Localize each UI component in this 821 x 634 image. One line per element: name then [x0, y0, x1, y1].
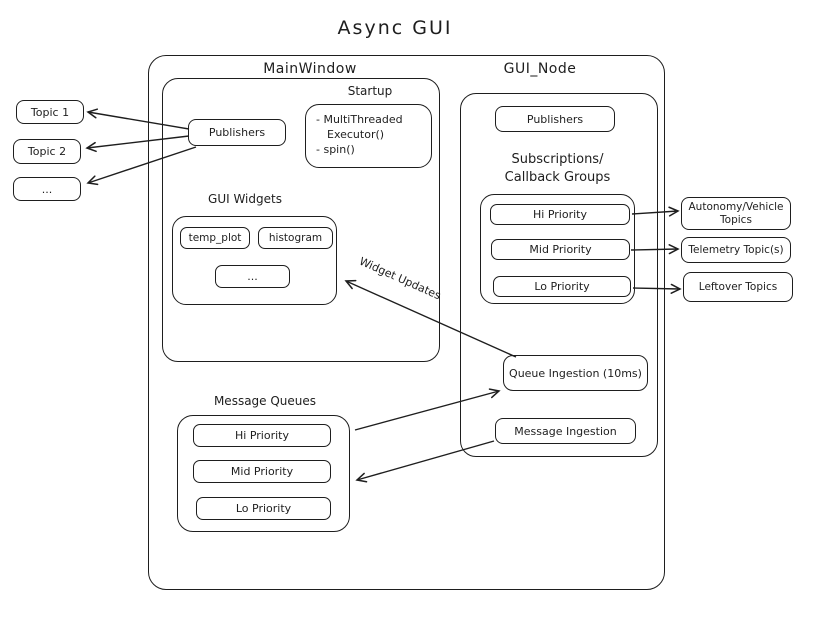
- startup-line-multithreaded: - MultiThreaded: [316, 113, 403, 126]
- topic-2-box: Topic 2: [13, 139, 81, 164]
- subscriptions-label: Subscriptions/ Callback Groups: [480, 151, 635, 187]
- sub-lo-priority-box: Lo Priority: [493, 276, 631, 297]
- queue-ingestion-box: Queue Ingestion (10ms): [503, 355, 648, 391]
- main-window-publishers-box: Publishers: [188, 119, 286, 146]
- widget-histogram-box: histogram: [258, 227, 333, 249]
- topic-1-box: Topic 1: [16, 100, 84, 124]
- sub-hi-priority-box: Hi Priority: [490, 204, 630, 225]
- gui-node-publishers-box: Publishers: [495, 106, 615, 132]
- gui-node-label: GUI_Node: [503, 61, 577, 77]
- queue-hi-priority-box: Hi Priority: [193, 424, 331, 447]
- message-queues-label: Message Queues: [213, 394, 317, 408]
- leftover-topics-box: Leftover Topics: [683, 272, 793, 302]
- queue-mid-priority-box: Mid Priority: [193, 460, 331, 483]
- startup-box: [305, 104, 432, 168]
- startup-lines: - MultiThreaded Executor() - spin(): [316, 112, 428, 157]
- main-window-box: [162, 78, 440, 362]
- subscriptions-label-line1: Subscriptions/: [511, 152, 604, 167]
- message-queues-box: [177, 415, 350, 532]
- diagram-title: Async GUI: [337, 17, 453, 39]
- gui-widgets-label: GUI Widgets: [208, 192, 282, 206]
- main-window-label: MainWindow: [263, 61, 357, 77]
- autonomy-vehicle-topics-box: Autonomy/Vehicle Topics: [681, 197, 791, 230]
- startup-line-executor: Executor(): [327, 128, 385, 141]
- async-gui-container: [148, 55, 665, 590]
- message-ingestion-box: Message Ingestion: [495, 418, 636, 444]
- topic-ellipsis-box: ...: [13, 177, 81, 201]
- subscriptions-label-line2: Callback Groups: [504, 170, 611, 185]
- gui-node-box: [460, 93, 658, 457]
- gui-widgets-box: [172, 216, 337, 305]
- widget-temp-plot-box: temp_plot: [180, 227, 250, 249]
- telemetry-topics-box: Telemetry Topic(s): [681, 237, 791, 263]
- widget-ellipsis-box: ...: [215, 265, 290, 288]
- startup-line-spin: - spin(): [316, 143, 355, 156]
- queue-lo-priority-box: Lo Priority: [196, 497, 331, 520]
- sub-mid-priority-box: Mid Priority: [491, 239, 630, 260]
- startup-label: Startup: [347, 84, 393, 98]
